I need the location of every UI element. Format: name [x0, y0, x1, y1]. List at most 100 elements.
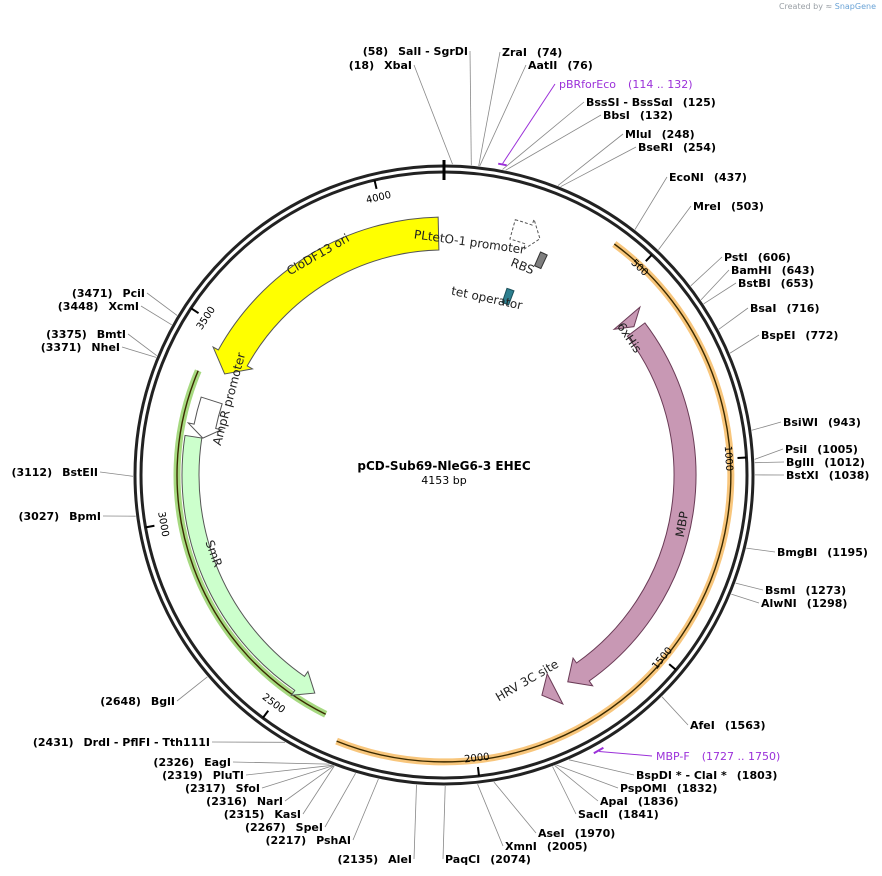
enzyme-name: AfeI [690, 719, 715, 732]
enzyme-name: BsiWI [783, 416, 818, 429]
enzyme-leader [731, 593, 760, 604]
enzyme-leader [634, 176, 668, 230]
enzyme-position: (3027) [19, 510, 60, 523]
enzyme-site-label: (18)XbaI [349, 59, 412, 72]
enzyme-leader [690, 256, 723, 287]
enzyme-leader [568, 759, 635, 776]
primer-mark [593, 746, 604, 755]
enzyme-position: (1005) [817, 443, 858, 456]
enzyme-position: (2135) [337, 853, 378, 866]
enzyme-site-label: (2135) AleI [337, 853, 412, 866]
orf-arcs-group [173, 241, 735, 766]
enzyme-site-label: (2317)SfoI [185, 782, 260, 795]
enzyme-site-label: MreI (503) [693, 200, 764, 213]
enzyme-site-label: (2648)BglI [100, 695, 175, 708]
enzyme-leader [552, 766, 577, 815]
enzyme-position: (606) [758, 251, 791, 264]
enzyme-site-label: BstXI(1038) [786, 469, 869, 482]
feature-tet-operator [501, 287, 515, 306]
enzyme-name: PciI [123, 287, 145, 300]
enzyme-name: AleI [388, 853, 412, 866]
enzyme-leader [324, 773, 356, 828]
enzyme-leader [746, 547, 776, 553]
enzyme-position: (132) [640, 109, 673, 122]
enzyme-leader [729, 334, 760, 354]
enzyme-name: MreI [693, 200, 721, 213]
enzyme-position: (2326) [153, 756, 194, 769]
enzyme-position: (503) [731, 200, 764, 213]
enzyme-site-label: (2316)NarI [206, 795, 283, 808]
enzyme-position: (3375) [46, 328, 87, 341]
tick-label: 3500 [195, 305, 218, 332]
tick-label: 3000 [155, 511, 170, 538]
enzyme-leader [493, 781, 537, 834]
enzyme-name: BseRI [638, 141, 673, 154]
enzyme-leader [703, 282, 737, 305]
enzyme-site-label: BglII(1012) [786, 456, 865, 469]
enzyme-leader [751, 421, 782, 431]
feature-label: PLtetO-1 promoter [413, 227, 526, 256]
enzyme-name: PspOMI [620, 782, 667, 795]
enzyme-position: (2217) [265, 834, 306, 847]
enzyme-site-label: ApaI(1836) [600, 795, 679, 808]
enzyme-position: (716) [786, 302, 819, 315]
enzyme-position: (1832) [677, 782, 718, 795]
enzyme-site-label: PaqCI(2074) [445, 853, 531, 866]
enzyme-position: (3471) [72, 287, 113, 300]
enzyme-name: MluI [625, 128, 652, 141]
enzyme-name: SalI - SgrDI [398, 45, 468, 58]
enzyme-name: BsaI [750, 302, 776, 315]
enzyme-name: BbsI [603, 109, 630, 122]
enzyme-site-label: (3471) PciI [72, 287, 145, 300]
primer-leader [502, 83, 556, 164]
enzyme-site-label: EcoNI(437) [669, 171, 747, 184]
enzyme-site-label: BseRI(254) [638, 141, 716, 154]
enzyme-leader [121, 346, 157, 358]
enzyme-name: SfoI [236, 782, 260, 795]
enzyme-leader [146, 292, 178, 316]
enzyme-site-label: XmnI(2005) [505, 840, 588, 853]
primer-label: MBP-F(1727 .. 1750) [656, 750, 780, 763]
enzyme-name: BstEII [62, 466, 98, 479]
enzyme-leader [661, 696, 689, 726]
enzyme-position: (1841) [618, 808, 659, 821]
enzyme-name: SpeI [296, 821, 323, 834]
enzyme-site-label: (3375) BmtI [46, 328, 126, 341]
primer-leader [599, 750, 653, 757]
primer-label: pBRforEco(114 .. 132) [559, 78, 693, 91]
enzyme-leader [413, 64, 453, 165]
enzyme-site-label: BmgBI(1195) [777, 546, 868, 559]
enzyme-position: (772) [805, 329, 838, 342]
tick-mark [668, 663, 677, 671]
backbone-group [133, 160, 755, 786]
enzyme-name: BmtI [97, 328, 126, 341]
tick-label: 1000 [722, 446, 734, 472]
enzyme-leader [477, 784, 504, 847]
feature-smr [181, 434, 316, 696]
enzyme-name: BamHI [731, 264, 772, 277]
feature-label: RBS [509, 255, 536, 277]
tick-mark [476, 766, 480, 777]
enzyme-name: EagI [204, 756, 231, 769]
enzyme-position: (2074) [490, 853, 531, 866]
enzyme-position: (1273) [806, 584, 847, 597]
feature-label: tet operator [450, 284, 524, 313]
enzyme-leader [557, 133, 624, 186]
enzyme-position: (1298) [807, 597, 848, 610]
enzyme-position: (2648) [100, 695, 141, 708]
enzyme-leader [505, 114, 602, 171]
enzyme-name: BsmI [765, 584, 796, 597]
enzyme-leader [754, 448, 784, 460]
enzyme-site-label: BsiWI (943) [783, 416, 861, 429]
enzyme-position: (943) [828, 416, 861, 429]
enzyme-position: (643) [782, 264, 815, 277]
enzyme-position: (248) [662, 128, 695, 141]
enzyme-leader [718, 307, 749, 330]
enzyme-position: (18) [349, 59, 374, 72]
enzyme-name: NarI [257, 795, 283, 808]
enzyme-position: (1836) [638, 795, 679, 808]
enzyme-leader [554, 765, 599, 802]
enzyme-position: (2005) [547, 840, 588, 853]
enzyme-site-label: BsaI (716) [750, 302, 819, 315]
